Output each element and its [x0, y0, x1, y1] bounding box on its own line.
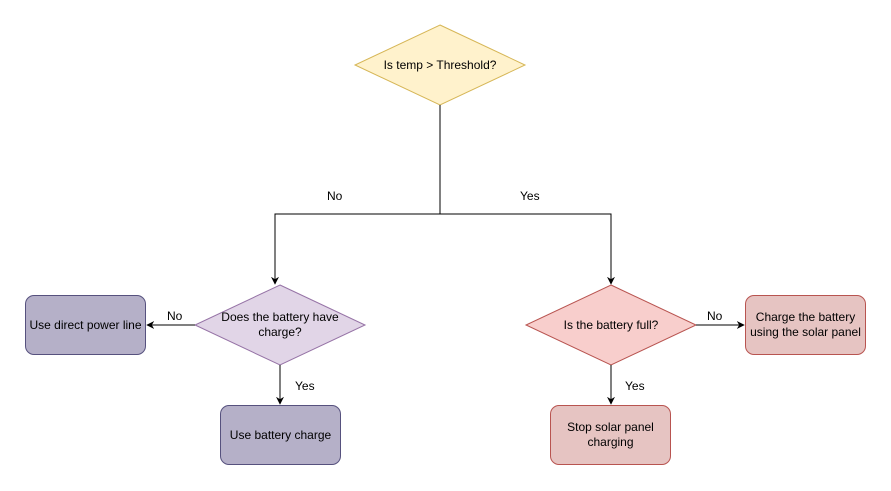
charge-battery-node[interactable]: Charge the battery using the solar panel: [745, 295, 866, 355]
edge-label-full-no: No: [707, 309, 723, 323]
battery-charge-check-label: Does the battery have charge?: [221, 310, 339, 339]
edge-label-temp-no: No: [327, 189, 343, 203]
battery-full-check-label: Is the battery full?: [563, 317, 659, 332]
edge-label-full-yes: Yes: [625, 379, 645, 393]
use-battery-charge-node[interactable]: Use battery charge: [220, 405, 341, 465]
stop-solar-node[interactable]: Stop solar panel charging: [550, 405, 671, 465]
edge-label-charge-yes: Yes: [295, 379, 315, 393]
temp-check-label: Is temp > Threshold?: [383, 57, 497, 72]
use-direct-power-node[interactable]: Use direct power line: [25, 295, 146, 355]
edge-label-charge-no: No: [167, 309, 183, 323]
edge-label-temp-yes: Yes: [520, 189, 540, 203]
edge-temp-no: [271, 105, 441, 285]
edge-temp-yes: [440, 213, 615, 285]
